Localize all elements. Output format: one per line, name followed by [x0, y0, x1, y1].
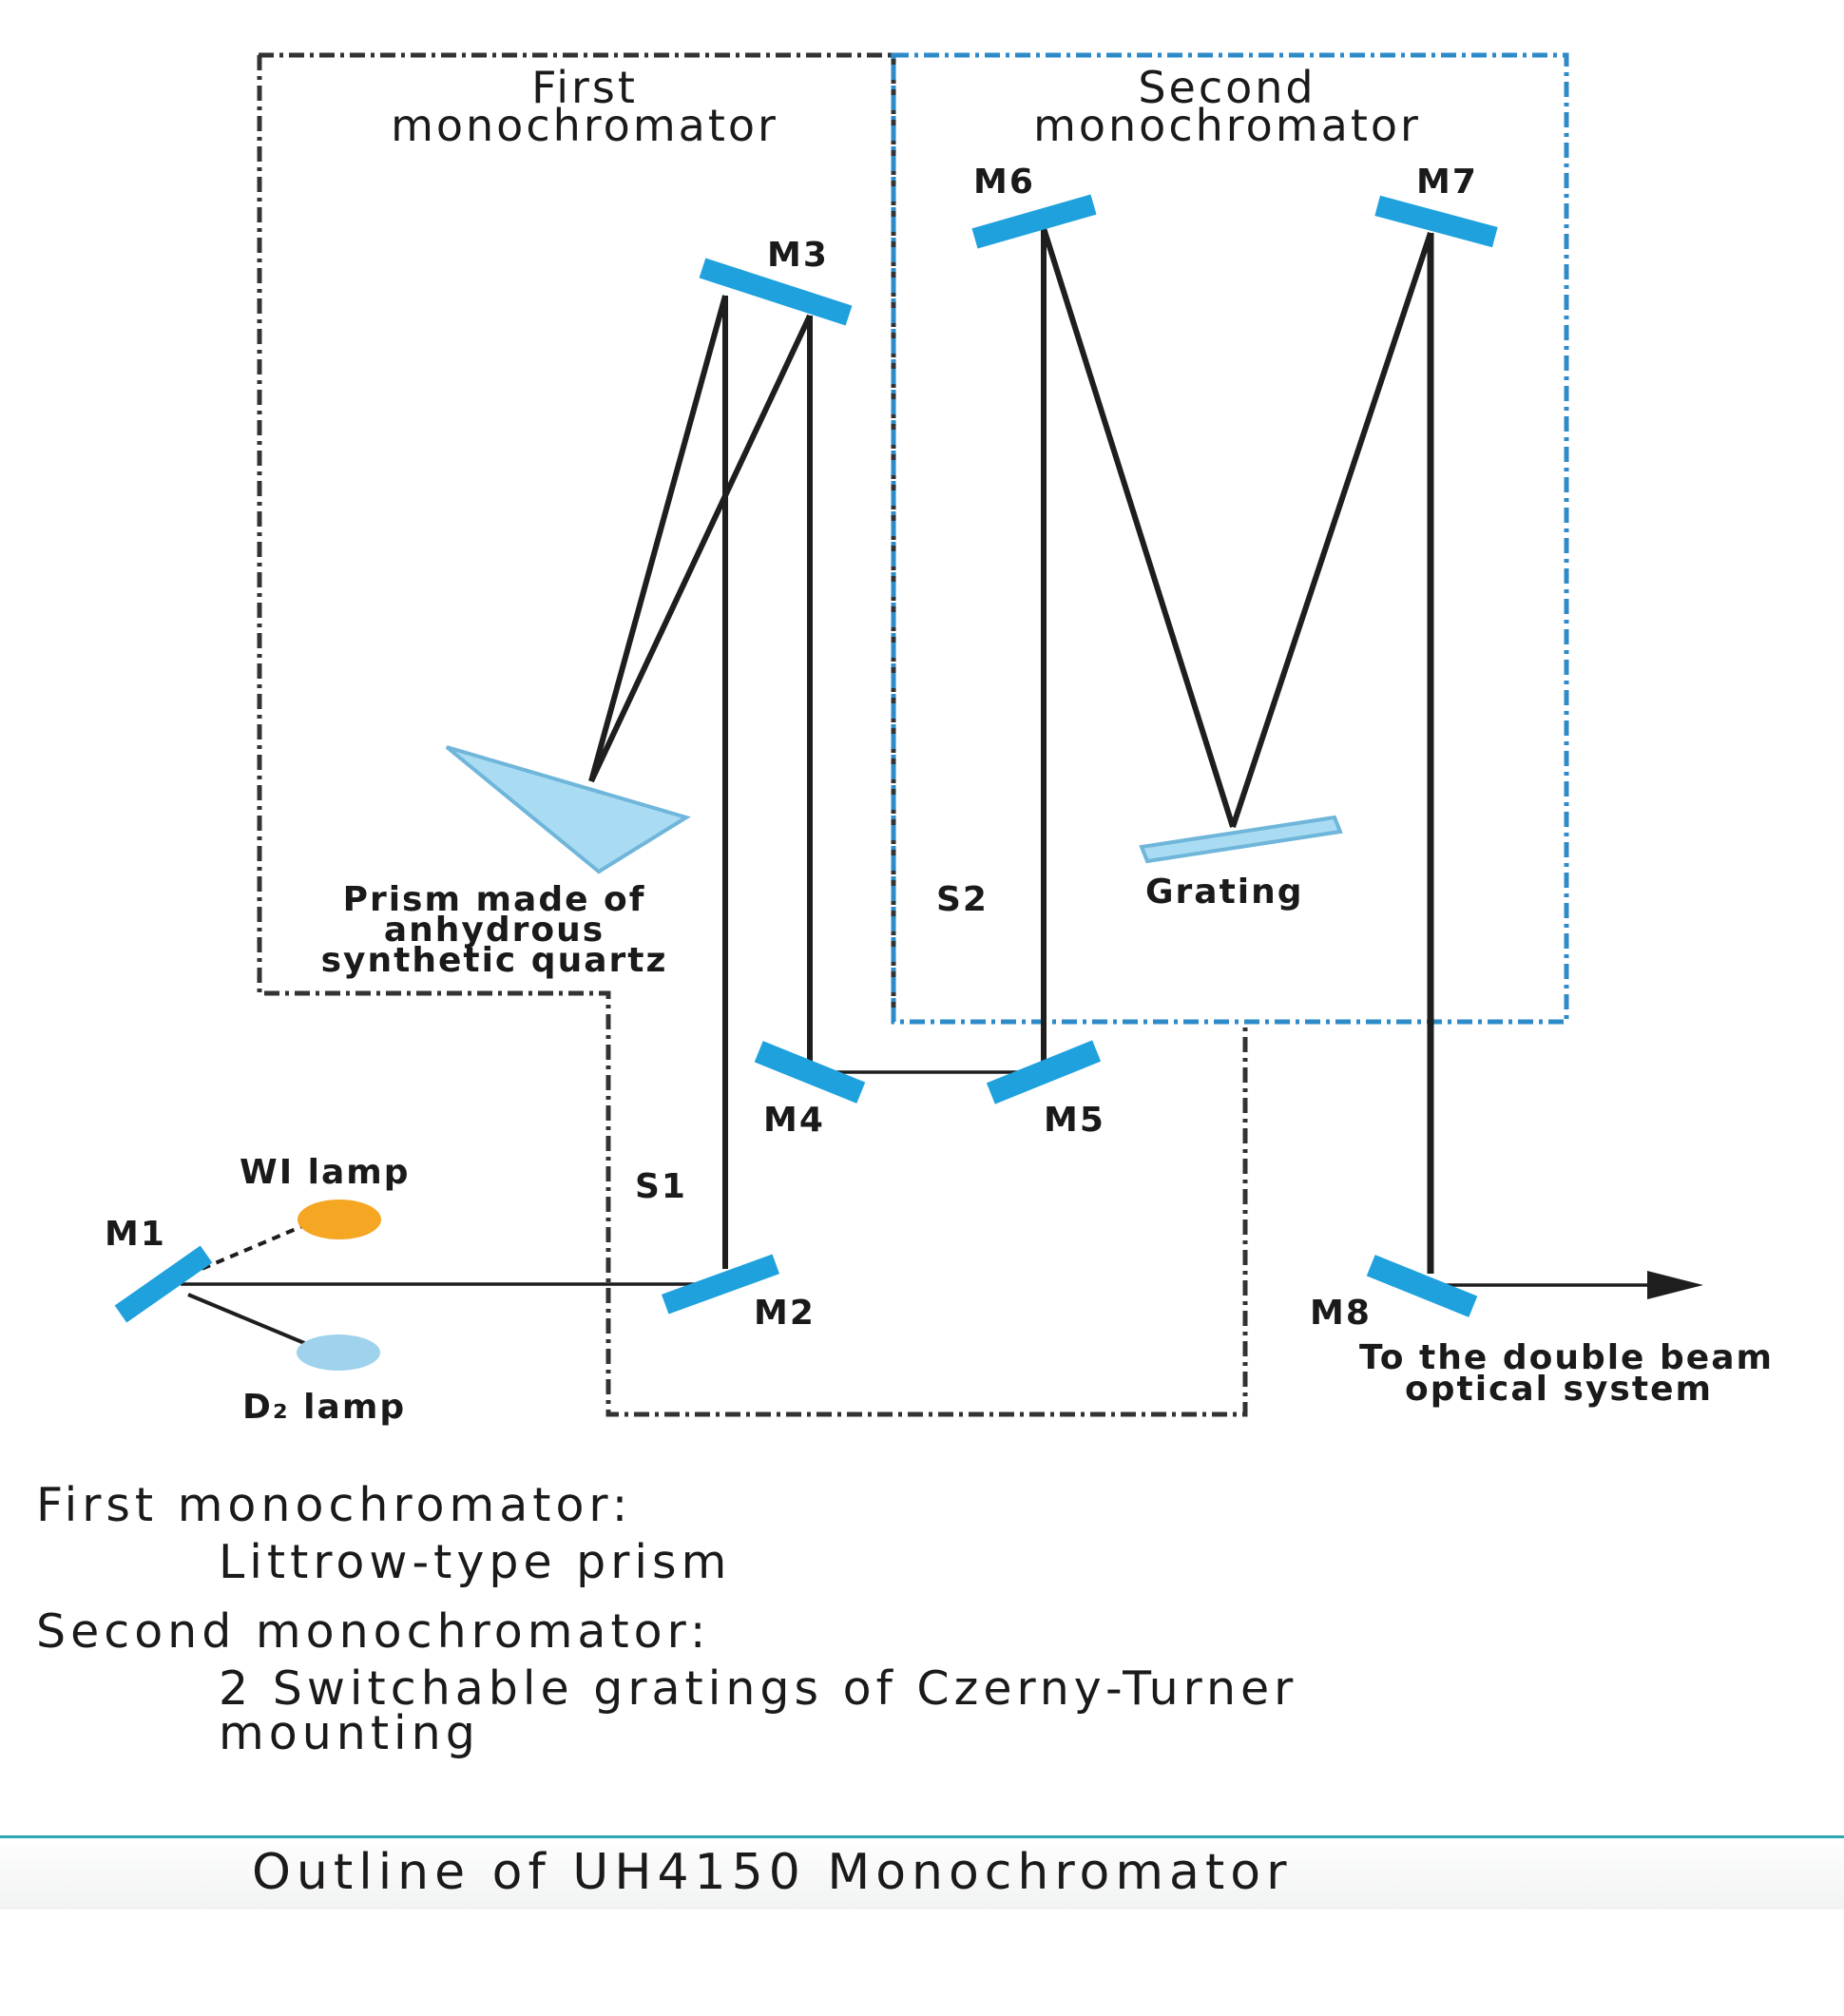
second-monochromator-title-2: monochromator	[1033, 100, 1421, 151]
mirror-m5-icon	[986, 1040, 1102, 1104]
prism-label-3: synthetic quartz	[321, 941, 668, 980]
mirror-m3-icon	[699, 258, 853, 326]
beam-m3-prism-b	[588, 314, 813, 783]
label-m7: M7	[1416, 163, 1478, 202]
mirrors	[114, 194, 1498, 1323]
prism-icon	[445, 745, 691, 874]
beam-m1-wi-lamp	[187, 1219, 315, 1277]
label-s2: S2	[936, 880, 989, 919]
mirror-m8-icon	[1366, 1255, 1478, 1317]
label-m1: M1	[105, 1215, 166, 1254]
caption: Outline of UH4150 Monochromator	[252, 1844, 1292, 1901]
mirror-m4-icon	[754, 1041, 866, 1104]
output-label: To the double beam	[1359, 1338, 1774, 1377]
d2-lamp-icon	[297, 1334, 380, 1371]
label-m4: M4	[763, 1101, 825, 1140]
beam-grating-m7	[1230, 232, 1433, 828]
label-m8: M8	[1310, 1294, 1372, 1333]
label-m6: M6	[973, 163, 1035, 202]
mirror-m2-icon	[661, 1254, 780, 1315]
wi-lamp-icon	[298, 1200, 381, 1239]
output-arrow-icon	[1647, 1271, 1703, 1299]
beam-paths	[181, 227, 1654, 1347]
note-first-detail: Littrow-type prism	[219, 1535, 731, 1589]
grating-icon	[1139, 815, 1343, 864]
beam-m1-d2-lamp	[187, 1293, 310, 1347]
first-monochromator-title: First	[531, 62, 638, 113]
label-m5: M5	[1044, 1101, 1105, 1140]
note-second-detail-2: mounting	[219, 1706, 480, 1760]
wi-lamp-label: WI lamp	[240, 1153, 411, 1192]
d2-lamp-label: D₂ lamp	[242, 1388, 406, 1427]
label-m2: M2	[754, 1294, 816, 1333]
grating-label: Grating	[1145, 873, 1304, 912]
mirror-m1-icon	[114, 1245, 213, 1323]
second-monochromator-box	[891, 52, 1569, 1025]
label-s1: S1	[635, 1167, 687, 1206]
note-second-heading: Second monochromator:	[36, 1604, 710, 1659]
second-monochromator-title: Second	[1138, 62, 1316, 113]
prism-label: Prism made of	[343, 880, 646, 919]
note-first-heading: First monochromator:	[36, 1478, 632, 1532]
caption-divider	[0, 1835, 1844, 1838]
caption-band	[0, 1835, 1844, 1910]
mirror-m7-icon	[1374, 195, 1498, 248]
label-m3: M3	[767, 236, 829, 275]
beam-m3-prism-a	[588, 295, 728, 782]
first-monochromator-box	[257, 52, 1248, 1417]
beam-m6-grating	[1041, 227, 1236, 828]
mirror-m6-icon	[971, 194, 1097, 249]
first-monochromator-title-2: monochromator	[391, 100, 778, 151]
prism-label-2: anhydrous	[384, 911, 605, 950]
output-label-2: optical system	[1405, 1370, 1713, 1409]
note-second-detail: 2 Switchable gratings of Czerny-Turner	[219, 1661, 1297, 1716]
